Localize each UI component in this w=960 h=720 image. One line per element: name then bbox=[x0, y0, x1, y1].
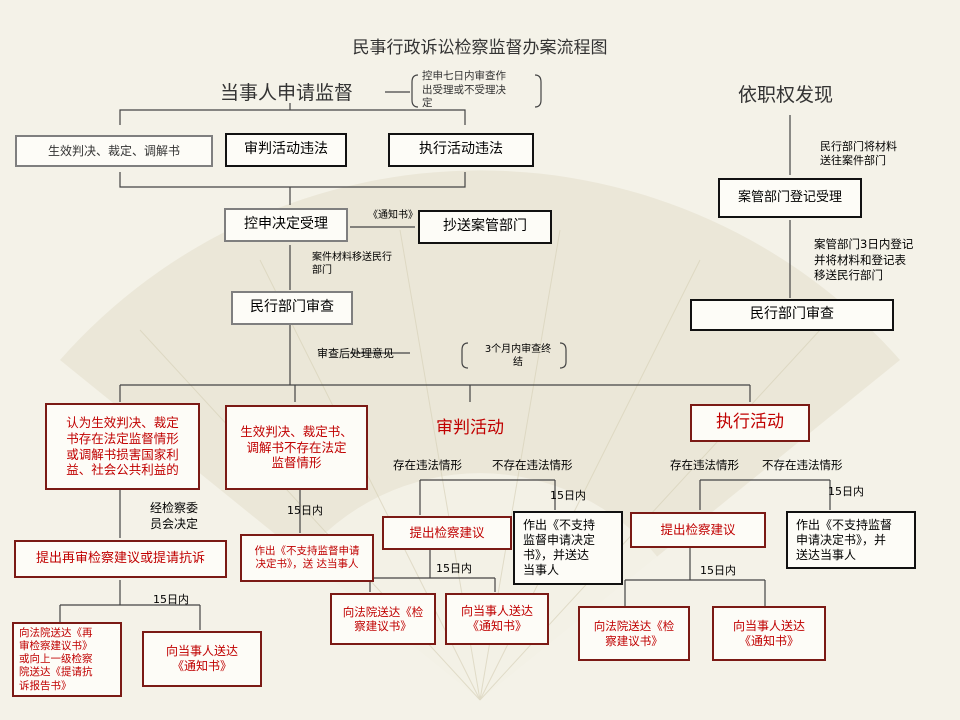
days15-d2: 15日内 bbox=[700, 564, 736, 577]
effective-judgment-box: 生效判决、裁定、调解书 bbox=[15, 135, 213, 167]
cc-case-dept-box: 抄送案管部门 bbox=[418, 210, 552, 244]
exec-suggest-box: 提出检察建议 bbox=[630, 512, 766, 548]
case-materials-note: 案件材料移送民行 部门 bbox=[312, 252, 392, 276]
ex-officio-label: 依职权发现 bbox=[738, 84, 834, 106]
notify-party-d-box: 向当事人送达 《通知书》 bbox=[712, 606, 826, 661]
complaint-accept-box: 控申决定受理 bbox=[224, 208, 348, 242]
case-mgmt-note: 案管部门3日内登记 并将材料和登记表 移送民行部门 bbox=[814, 237, 914, 283]
trial-no-support-box: 作出《不支持 监督申请决定 书》，并送达 当事人 bbox=[513, 511, 623, 585]
notify-party-a-box: 向当事人送达 《通知书》 bbox=[142, 631, 262, 687]
trial-suggest-box: 提出检察建议 bbox=[382, 516, 512, 550]
review-right-box: 民行部门审查 bbox=[690, 299, 894, 331]
retrial-box: 提出再审检察建议或提请抗诉 bbox=[14, 540, 227, 578]
transfer-note: 民行部门将材料 送往案件部门 bbox=[820, 140, 897, 168]
days15-c1: 15日内 bbox=[550, 489, 586, 502]
days15-a: 15日内 bbox=[153, 593, 189, 606]
exec-exists-label: 存在违法情形 bbox=[670, 458, 739, 472]
branch-c-label: 审判活动 bbox=[436, 418, 504, 438]
case-registration-box: 案管部门登记受理 bbox=[718, 178, 862, 218]
days15-d1: 15日内 bbox=[828, 485, 864, 498]
exec-no-support-box: 作出《不支持监督 申请决定书》，并 送达当事人 bbox=[786, 511, 916, 569]
notify-party-c-box: 向当事人送达 《通知书》 bbox=[445, 593, 549, 645]
trial-exists-label: 存在违法情形 bbox=[393, 458, 462, 472]
branch-d-box: 执行活动 bbox=[690, 404, 810, 442]
three-month-note: 3个月内审查终 结 bbox=[484, 344, 552, 368]
party-apply-label: 当事人申请监督 bbox=[220, 82, 354, 104]
no-support-b-box: 作出《不支持监督申请 决定书》，送 达当事人 bbox=[240, 534, 374, 582]
trial-not-exists-label: 不存在违法情形 bbox=[492, 458, 573, 472]
send-court-a-box: 向法院送达《再 审检察建议书》 或向上一级检察 院送达《提请抗 诉报告书》 bbox=[12, 622, 122, 697]
committee-note: 经检察委 员会决定 bbox=[150, 501, 199, 532]
days15-b: 15日内 bbox=[287, 504, 323, 517]
exec-not-exists-label: 不存在违法情形 bbox=[762, 458, 843, 472]
page-title: 民事行政诉讼检察监督办案流程图 bbox=[352, 38, 608, 58]
trial-violation-box: 审判活动违法 bbox=[225, 133, 347, 167]
opinion-note: 审查后处理意见 bbox=[317, 347, 394, 360]
branch-a-box: 认为生效判决、裁定 书存在法定监督情形 或调解书损害国家利 益、社会公共利益的 bbox=[45, 403, 200, 490]
exec-violation-box: 执行活动违法 bbox=[388, 133, 534, 167]
notice-label: 《通知书》 bbox=[368, 210, 418, 221]
days15-c2: 15日内 bbox=[436, 562, 472, 575]
send-court-c-box: 向法院送达《检 察建议书》 bbox=[330, 593, 436, 645]
review-left-box: 民行部门审查 bbox=[231, 291, 353, 325]
seven-day-note: 控申七日内审查作 出受理或不受理决 定 bbox=[422, 70, 506, 110]
send-court-d-box: 向法院送达《检 察建议书》 bbox=[578, 606, 690, 661]
branch-b-box: 生效判决、裁定书、 调解书不存在法定 监督情形 bbox=[225, 405, 368, 490]
